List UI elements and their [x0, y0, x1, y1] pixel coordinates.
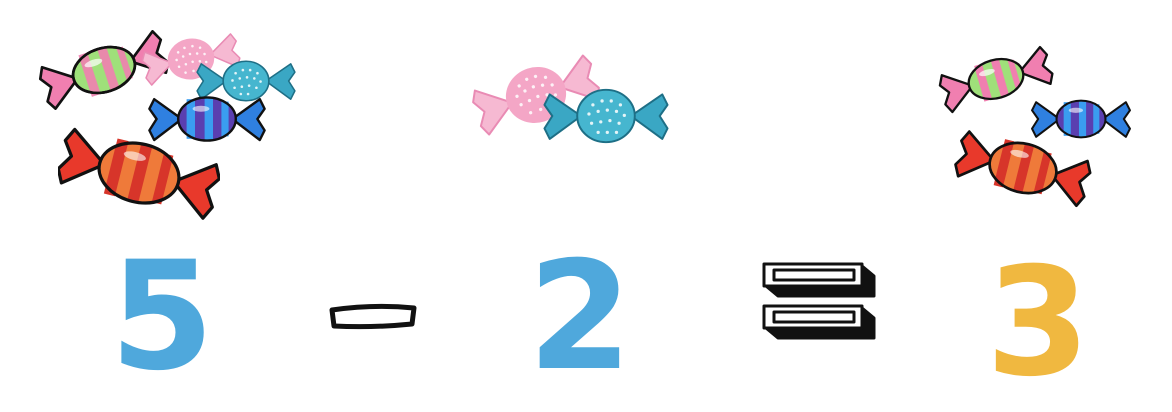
candy-group-five [38, 28, 300, 228]
candy-teal-polka-dot [543, 88, 669, 144]
candy-green-pink-striped [938, 45, 1054, 114]
candy-group-three [938, 42, 1134, 212]
numeral-subtrahend: 2 [528, 230, 632, 382]
difference-text: 3 [986, 236, 1090, 392]
candy-red-orange-striped [58, 127, 220, 220]
numeral-difference: 3 [986, 236, 1090, 392]
candy-teal-polka-dot [196, 60, 296, 102]
numeral-minuend: 5 [110, 230, 214, 382]
candy-group-two [470, 52, 674, 152]
minus-sign: - [329, 303, 417, 330]
subtrahend-text: 2 [528, 230, 632, 382]
candy-blue-purple-striped [1031, 99, 1131, 139]
minuend-text: 5 [110, 230, 214, 382]
candy-green-pink-striped [38, 30, 170, 110]
candy-red-orange-striped [954, 130, 1092, 208]
candy-blue-purple-striped [148, 96, 266, 142]
equals-sign: = [762, 262, 876, 340]
